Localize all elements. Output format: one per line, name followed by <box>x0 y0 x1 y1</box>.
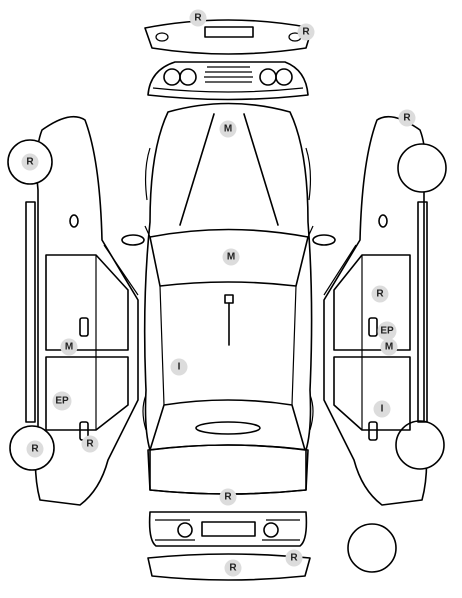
damage-marker[interactable]: R <box>371 285 389 303</box>
spare-wheel <box>347 523 397 573</box>
marker-code: R <box>403 113 411 124</box>
damage-marker[interactable]: R <box>26 440 44 458</box>
damage-marker[interactable]: I <box>170 358 188 376</box>
rear-fascia <box>148 511 308 547</box>
marker-code: I <box>178 362 181 373</box>
right-side-view <box>323 115 447 506</box>
damage-marker[interactable]: R <box>398 109 416 127</box>
damage-marker[interactable]: I <box>373 400 391 418</box>
damage-marker[interactable]: R <box>224 559 242 577</box>
marker-code: R <box>376 289 384 300</box>
marker-code: R <box>26 157 34 168</box>
damage-marker[interactable]: R <box>81 435 99 453</box>
marker-code: R <box>31 444 39 455</box>
marker-code: EP <box>380 326 394 337</box>
rear-bumper <box>147 553 311 581</box>
damage-marker[interactable]: M <box>60 338 78 356</box>
marker-code: R <box>290 553 298 564</box>
front-bumper <box>144 19 313 55</box>
damage-marker[interactable]: M <box>219 120 237 138</box>
damage-marker[interactable]: R <box>21 153 39 171</box>
damage-marker[interactable]: M <box>222 248 240 266</box>
damage-marker[interactable]: EP <box>52 391 72 411</box>
marker-code: M <box>224 124 232 135</box>
marker-code: R <box>194 13 202 24</box>
damage-marker[interactable]: M <box>380 338 398 356</box>
damage-marker[interactable]: EP <box>377 321 397 341</box>
damage-marker[interactable]: R <box>189 9 207 27</box>
marker-code: EP <box>55 396 69 407</box>
car-top-view <box>121 102 336 495</box>
marker-code: M <box>65 342 73 353</box>
marker-code: R <box>86 439 94 450</box>
damage-marker[interactable]: R <box>219 488 237 506</box>
marker-code: M <box>227 252 235 263</box>
marker-code: R <box>224 492 232 503</box>
marker-code: R <box>302 27 310 38</box>
marker-code: I <box>381 404 384 415</box>
marker-code: M <box>385 342 393 353</box>
front-fascia <box>147 61 309 101</box>
damage-marker[interactable]: R <box>285 549 303 567</box>
marker-code: R <box>229 563 237 574</box>
damage-marker[interactable]: R <box>297 23 315 41</box>
